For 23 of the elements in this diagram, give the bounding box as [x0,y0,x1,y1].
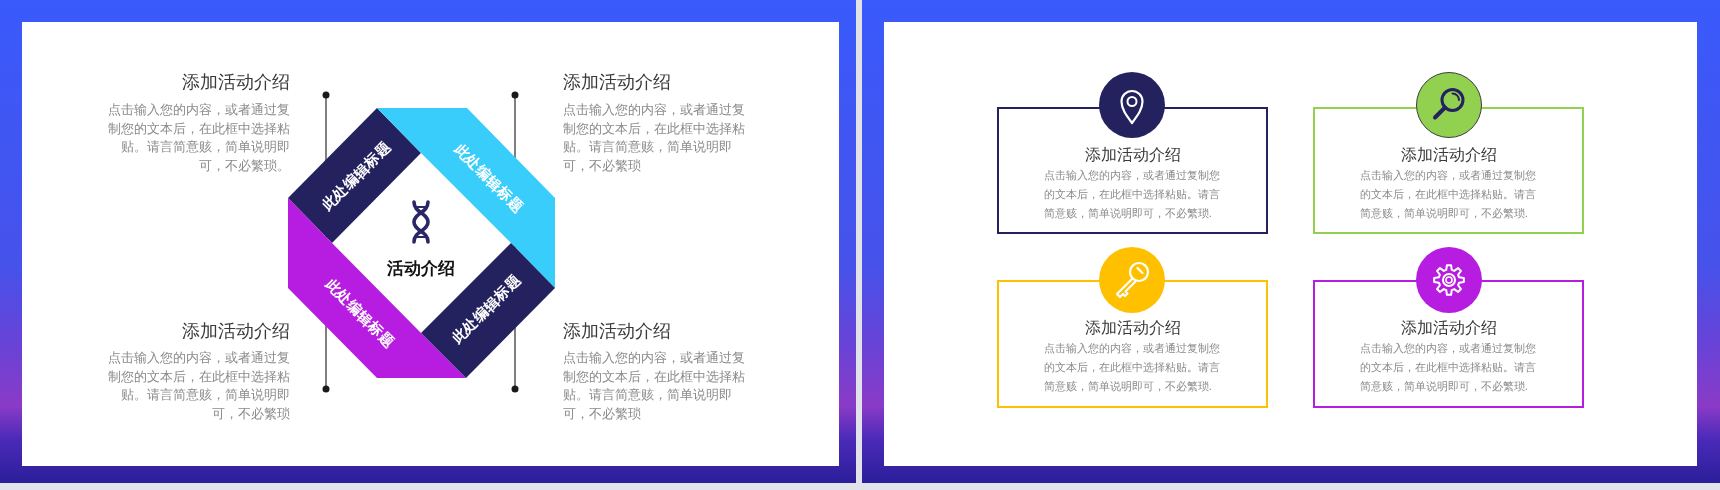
card-heading: 添加活动介绍 [1084,145,1181,165]
section-text: 点击输入您的内容，或者通过复制您的文本后，在此框中选择粘贴。请言简意赅，简单说明即可，不必繁琐。 [107,101,290,175]
section-text: 点击输入您的内容，或者通过复制您的文本后，在此框中选择粘贴。请言简意赅，简单说明即可，不必繁琐 [563,349,746,423]
card-heading: 添加活动介绍 [1400,318,1497,338]
info-card [1313,107,1584,234]
card-heading: 添加活动介绍 [1084,318,1181,338]
band-title: 此处编辑标题 [317,137,395,215]
section-heading: 添加活动介绍 [182,319,290,343]
section-text: 点击输入您的内容，或者通过复制您的文本后，在此框中选择粘贴。请言简意赅，简单说明即可，不必繁琐 [563,101,746,175]
section-text: 点击输入您的内容，或者通过复制您的文本后，在此框中选择粘贴。请言简意赅，简单说明即可，不必繁琐 [107,349,290,423]
section-heading: 添加活动介绍 [563,70,671,94]
section-heading: 添加活动介绍 [563,319,671,343]
info-card [997,107,1268,234]
section-heading: 添加活动介绍 [182,70,290,94]
card-text: 点击输入您的内容，或者通过复制您的文本后，在此框中选择粘贴。请言简意赅，简单说明即可，不必繁琐. [1359,168,1537,222]
info-card [1313,280,1584,408]
center-title: 活动介绍 [387,257,455,279]
card-text: 点击输入您的内容，或者通过复制您的文本后，在此框中选择粘贴。请言简意赅，简单说明即可，不必繁琐. [1359,341,1537,395]
card-text: 点击输入您的内容，或者通过复制您的文本后，在此框中选择粘贴。请言简意赅，简单说明即可，不必繁琐. [1043,341,1221,395]
band-title: 此处编辑标题 [450,139,528,217]
card-heading: 添加活动介绍 [1400,145,1497,165]
card-text: 点击输入您的内容，或者通过复制您的文本后，在此框中选择粘贴。请言简意赅，简单说明即可，不必繁琐. [1043,168,1221,222]
info-card [997,280,1268,408]
